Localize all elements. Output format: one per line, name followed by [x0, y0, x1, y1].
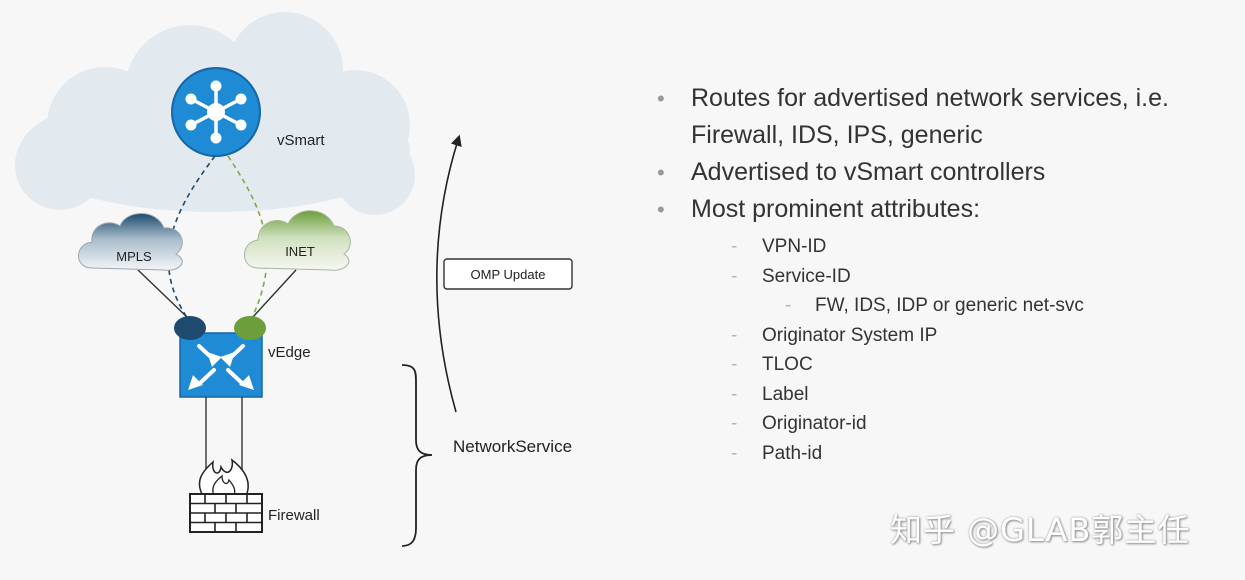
bullet-dash: -: [731, 442, 738, 464]
inet-cloud: [244, 210, 351, 271]
bullet-dash: -: [731, 236, 738, 257]
network-service-label: NetworkService: [453, 437, 572, 456]
sub-bullet-item: - TLOC: [655, 350, 1235, 380]
bullet-text: Most prominent attributes:: [691, 195, 981, 223]
sub-sub-bullet-text: FW, IDS, IDP or generic net-svc: [815, 295, 1084, 316]
mpls-tloc-icon: [174, 316, 206, 340]
bullet-text: Routes for advertised network services, …: [691, 84, 1169, 149]
vedge-label: vEdge: [268, 344, 311, 361]
sub-bullet-text: Path-id: [762, 442, 823, 464]
bullet-dash: -: [731, 324, 738, 346]
sub-bullet-item: - Service-ID: [655, 262, 1235, 292]
sub-bullet-text: VPN-ID: [762, 236, 827, 257]
bullet-dash: -: [731, 265, 738, 287]
bullet-text: Advertised to vSmart controllers: [691, 158, 1046, 186]
omp-update-arrow: [435, 134, 462, 413]
sub-bullet-text: Originator-id: [762, 413, 867, 434]
sub-bullet-item: - Originator-id: [655, 409, 1235, 439]
bullet-dash: -: [785, 295, 792, 316]
sub-bullet-item: - Originator System IP: [655, 321, 1235, 351]
inet-transport-link: [251, 269, 297, 319]
sub-bullet-text: Label: [762, 383, 809, 405]
bullet-item: • Advertised to vSmart controllers: [655, 154, 1235, 191]
sub-bullet-text: TLOC: [762, 354, 813, 375]
inet-label: INET: [285, 244, 315, 259]
bullet-item: • Most prominent attributes:: [655, 191, 1235, 228]
sub-bullet-text: Originator System IP: [762, 324, 938, 346]
bullet-dash: -: [731, 383, 738, 405]
omp-update-box: [443, 258, 573, 290]
watermark: 知乎 @GLAB郭主任: [890, 511, 1191, 549]
attribute-bullet-list: • Routes for advertised network services…: [655, 80, 1235, 468]
sub-bullet-item: - VPN-ID: [655, 232, 1235, 262]
bullet-item: • Routes for advertised network services…: [655, 80, 1235, 154]
vsmart-icon: [171, 67, 261, 157]
bullet-dash: -: [731, 413, 738, 434]
firewall-icon: [189, 458, 263, 533]
inet-tloc-icon: [234, 316, 266, 340]
firewall-label: Firewall: [268, 507, 320, 524]
sub-bullet-item: - Label: [655, 380, 1235, 410]
mpls-label: MPLS: [116, 249, 152, 264]
bullet-dot: •: [657, 197, 665, 222]
controller-cloud: [15, 12, 415, 215]
bullet-dot: •: [657, 86, 665, 111]
mpls-transport-link: [137, 269, 189, 319]
network-diagram: vSmart MPLS INET vEdge: [15, 12, 573, 547]
mpls-cloud: [78, 213, 183, 271]
network-service-bracket: [401, 364, 433, 547]
bullet-dot: •: [657, 160, 665, 185]
vsmart-label: vSmart: [277, 132, 325, 149]
vedge-router-icon: [179, 332, 263, 398]
sub-bullet-text: Service-ID: [762, 265, 851, 287]
sub-sub-bullet-item: - FW, IDS, IDP or generic net-svc: [655, 291, 1235, 321]
bullet-dash: -: [731, 354, 738, 375]
sub-bullet-item: - Path-id: [655, 439, 1235, 469]
omp-update-label: OMP Update: [471, 267, 546, 282]
